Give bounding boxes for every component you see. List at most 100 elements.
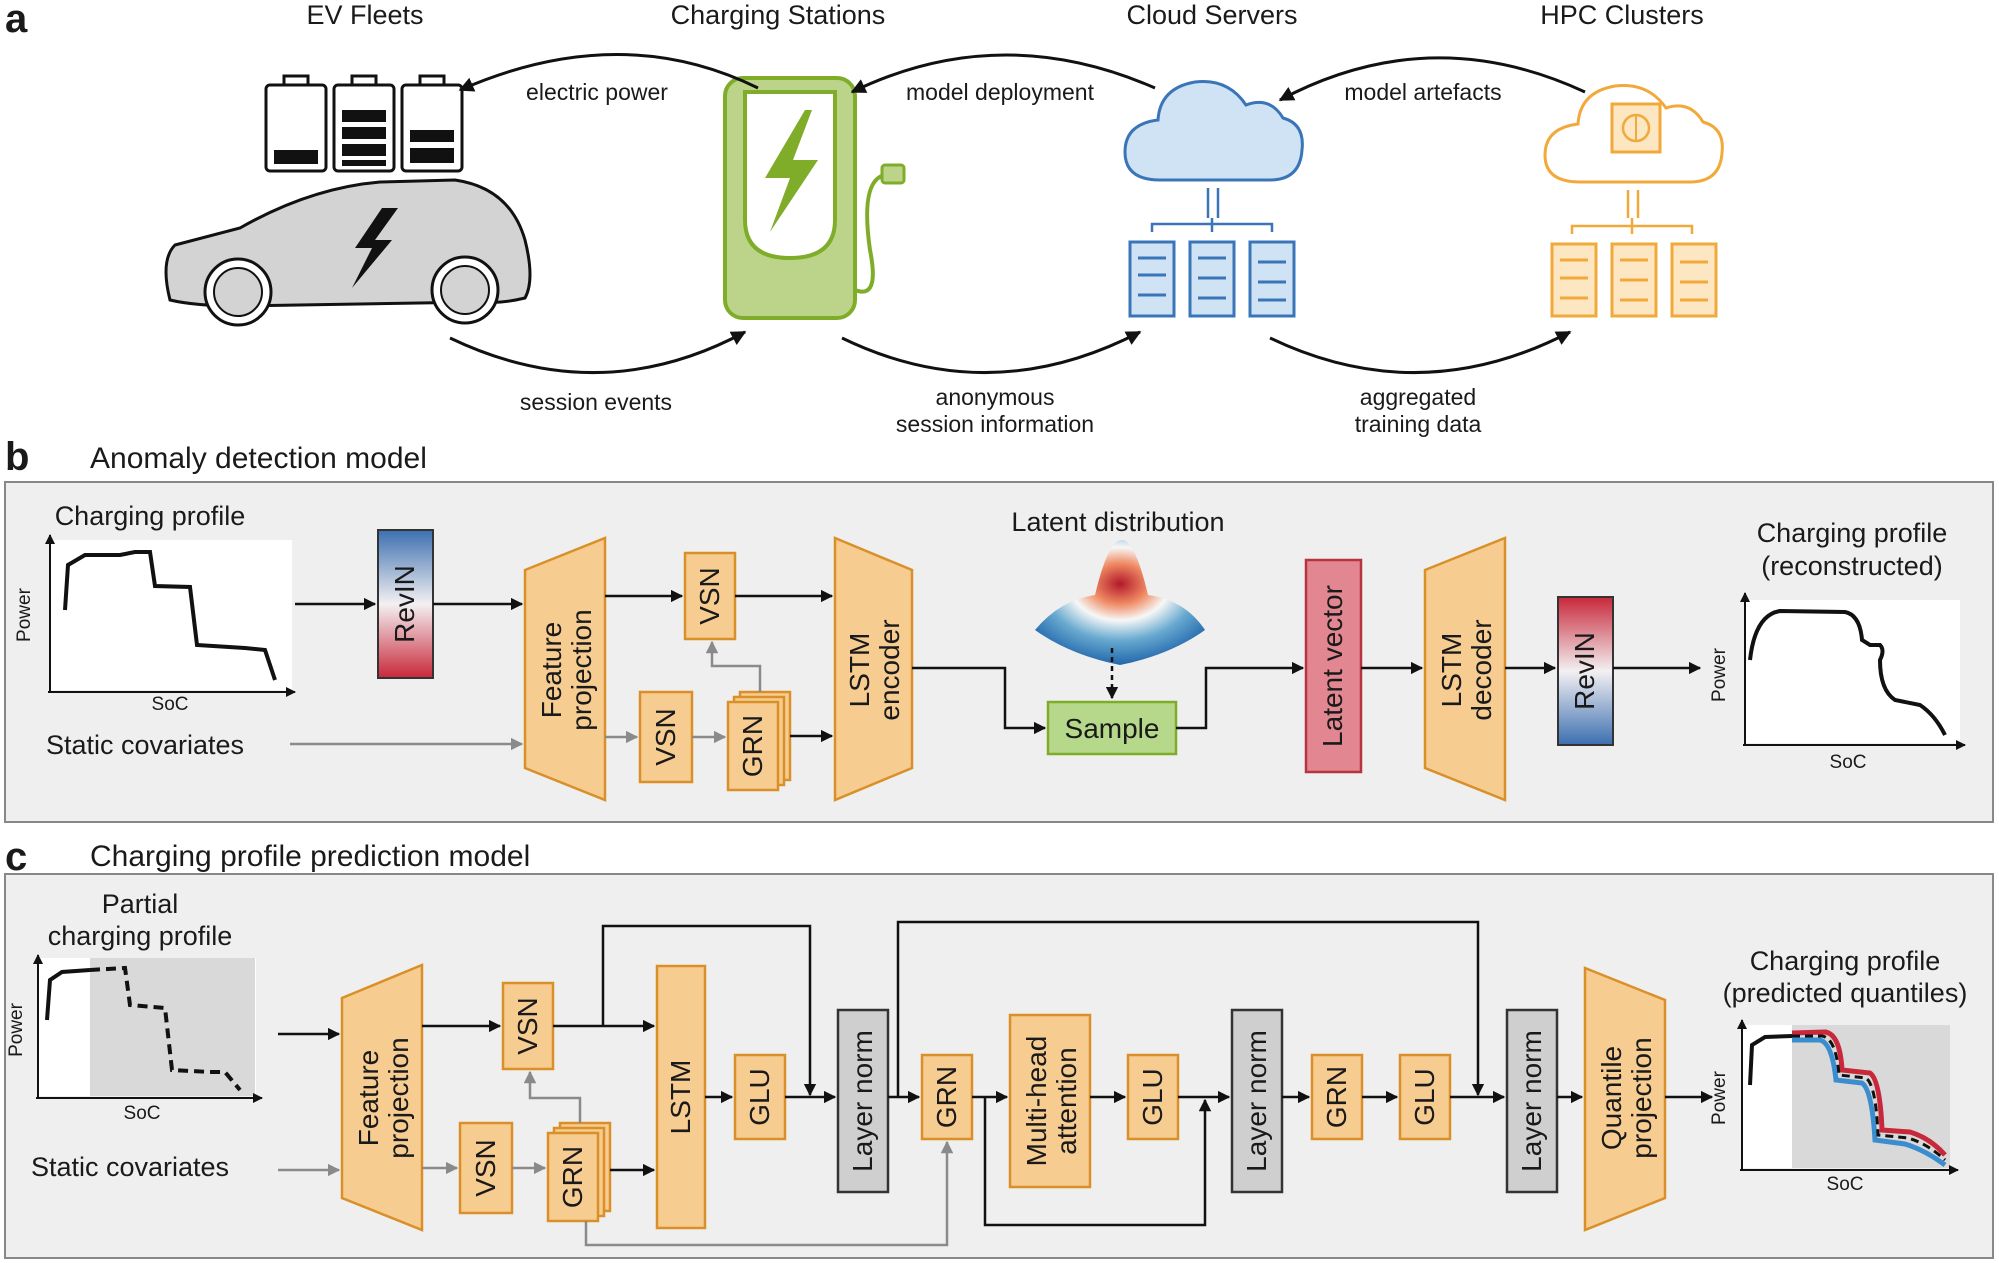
mha-label-2: attention	[1051, 1047, 1082, 1154]
grn-block-c-static	[546, 1131, 600, 1223]
axis-power-c-out: Power	[1709, 1070, 1730, 1125]
hpc-cluster-icon	[1543, 83, 1724, 318]
flow-arrows	[449, 53, 1586, 374]
output-profile-title-1: Charging profile	[1757, 518, 1948, 548]
battery-icons	[264, 74, 464, 173]
panel-b-static-arrows	[290, 640, 762, 751]
axis-power-b-out: Power	[1709, 647, 1730, 702]
lstm-block-c	[655, 964, 707, 1230]
pred-upper-quantile	[1791, 1029, 1947, 1157]
partial-title-2: charging profile	[48, 921, 233, 951]
mha-label-1: Multi-head	[1021, 1036, 1052, 1167]
label-model-artefacts: model artefacts	[1344, 79, 1501, 105]
glu-label-3: GLU	[1409, 1068, 1440, 1126]
grn-label-c-static: GRN	[557, 1146, 588, 1208]
quantile-label-1: Quantile	[1596, 1046, 1627, 1150]
vsn-block-b-top	[683, 551, 737, 641]
pred-title-1: Charging profile	[1750, 946, 1941, 976]
partial-future-line	[89, 965, 242, 1092]
quantile-projection-block	[1583, 966, 1667, 1232]
label-electric-power: electric power	[526, 79, 668, 105]
input-profile-line	[63, 550, 277, 681]
panel-c-arrows	[278, 920, 1714, 1227]
label-model-deployment: model deployment	[906, 79, 1095, 105]
grn-block-c-mid	[920, 1053, 974, 1141]
quantile-label-2: projection	[1626, 1037, 1657, 1158]
input-chart-bg	[50, 540, 292, 690]
panel-c-box	[4, 873, 1994, 1259]
partial-observed-line	[45, 968, 91, 1021]
label-anonymous: anonymous	[936, 384, 1055, 410]
lstm-label-b2: encoder	[874, 619, 905, 720]
glu-block-2	[1126, 1053, 1180, 1141]
lstm-label-c: LSTM	[665, 1060, 696, 1135]
feature-label-c1: Feature	[353, 1050, 384, 1147]
grn-label-c-mid: GRN	[931, 1066, 962, 1128]
vsn-block-c-top	[501, 981, 555, 1071]
latent-distribution-surface	[1035, 540, 1205, 665]
axis-power-c-in: Power	[6, 1002, 27, 1057]
pred-lower-quantile	[1792, 1037, 1947, 1168]
panel-letter-b: b	[5, 435, 29, 479]
layer-norm-block-2	[1230, 1008, 1284, 1194]
header-ev-fleets: EV Fleets	[306, 0, 423, 30]
partial-title-1: Partial	[102, 889, 179, 919]
decoder-label-b1: LSTM	[1436, 633, 1467, 708]
lstm-label-b1: LSTM	[844, 633, 875, 708]
vsn-label-c-top: VSN	[512, 997, 543, 1055]
axis-power-b-in: Power	[14, 587, 35, 642]
panel-c: c Charging profile prediction model Part…	[4, 835, 1994, 1259]
glu-block-3	[1398, 1053, 1452, 1141]
axis-soc-c-out: SoC	[1827, 1174, 1864, 1195]
cloud-server-icon	[1123, 79, 1304, 318]
panel-b-box	[4, 481, 1994, 823]
panel-letter-a: a	[5, 0, 28, 41]
layer-norm-block-3	[1505, 1008, 1559, 1194]
panel-letter-c: c	[5, 835, 27, 879]
feature-projection-b	[523, 536, 607, 802]
latent-vector-label: Latent vector	[1317, 585, 1348, 747]
sample-block	[1046, 700, 1178, 756]
panel-c-static-arrows	[278, 1070, 954, 1247]
car-icon	[164, 178, 532, 327]
charging-station-icon	[723, 76, 906, 320]
decoder-label-b2: decoder	[1466, 619, 1497, 720]
grn-label-c-3: GRN	[1321, 1066, 1352, 1128]
revin-block-out	[1557, 596, 1614, 746]
feature-label-b1: Feature	[536, 622, 567, 719]
output-profile-title-2: (reconstructed)	[1761, 551, 1943, 581]
grn-block-b	[726, 700, 780, 792]
panel-b-arrows	[295, 589, 1702, 743]
input-profile-title: Charging profile	[55, 501, 246, 531]
multi-head-attention-block	[1008, 1013, 1092, 1189]
panel-b: b Anomaly detection model Charging profi…	[4, 435, 1994, 823]
vsn-block-c-bottom	[458, 1121, 514, 1215]
grn-label-b: GRN	[737, 715, 768, 777]
pred-actual-line	[1792, 1034, 1947, 1162]
output-chart-bg	[1745, 600, 1960, 743]
glu-label-1: GLU	[744, 1068, 775, 1126]
static-covariates-c: Static covariates	[31, 1152, 229, 1182]
panel-b-title: Anomaly detection model	[90, 442, 427, 475]
label-aggregated: aggregated	[1360, 384, 1476, 410]
layer-norm-label-1: Layer norm	[847, 1030, 878, 1172]
lstm-encoder-b	[833, 536, 914, 802]
latent-vector-block	[1304, 558, 1363, 774]
axis-soc-b-out: SoC	[1830, 752, 1867, 773]
layer-norm-block-1	[836, 1008, 890, 1194]
vsn-label-c-bottom: VSN	[470, 1139, 501, 1197]
header-hpc-clusters: HPC Clusters	[1540, 0, 1704, 30]
output-profile-line	[1748, 608, 1947, 736]
feature-label-b2: projection	[566, 609, 597, 730]
latent-dist-title: Latent distribution	[1011, 507, 1224, 537]
header-charging-stations: Charging Stations	[671, 0, 886, 30]
static-covariates-b: Static covariates	[46, 730, 244, 760]
feature-label-c2: projection	[383, 1037, 414, 1158]
axis-soc-c-in: SoC	[124, 1103, 161, 1124]
label-session-events: session events	[520, 389, 672, 415]
label-training-data: training data	[1355, 411, 1482, 437]
panel-a: a EV Fleets Charging Stations Cloud Serv…	[5, 0, 1724, 437]
pred-title-2: (predicted quantiles)	[1723, 978, 1968, 1008]
sample-label: Sample	[1065, 713, 1160, 744]
